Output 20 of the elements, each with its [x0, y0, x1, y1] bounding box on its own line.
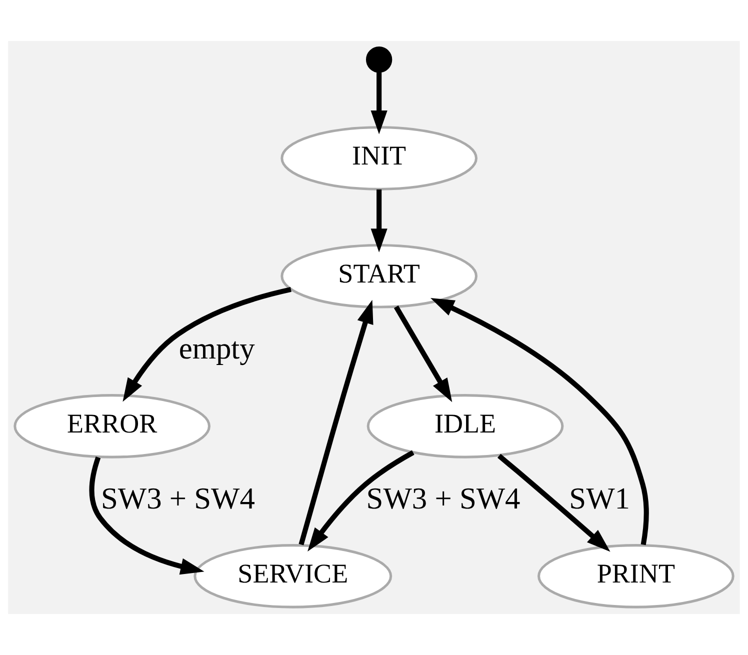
- node-ellipse: INIT: [280, 126, 478, 190]
- arrow: [394, 306, 452, 402]
- node-ellipse: START: [280, 244, 478, 308]
- edge-label: empty: [178, 332, 255, 366]
- arrow: [370, 71, 388, 134]
- node-circle: [366, 46, 392, 73]
- node-ellipse: PRINT: [538, 544, 734, 608]
- arrow: [89, 456, 204, 575]
- node-ellipse: ERROR: [14, 394, 210, 458]
- node-ellipse: IDLE: [366, 394, 564, 458]
- edge-label: SW1: [569, 482, 630, 516]
- arrow: [430, 298, 649, 546]
- arrow: [122, 286, 292, 402]
- edge-label: SW3 + SW4: [100, 482, 255, 516]
- arrow: [497, 454, 610, 552]
- arrow: [370, 189, 388, 252]
- node-ellipse: SERVICE: [194, 544, 392, 608]
- arrow: [308, 450, 414, 552]
- arrow: [298, 300, 374, 546]
- edge-label: SW3 + SW4: [366, 482, 520, 516]
